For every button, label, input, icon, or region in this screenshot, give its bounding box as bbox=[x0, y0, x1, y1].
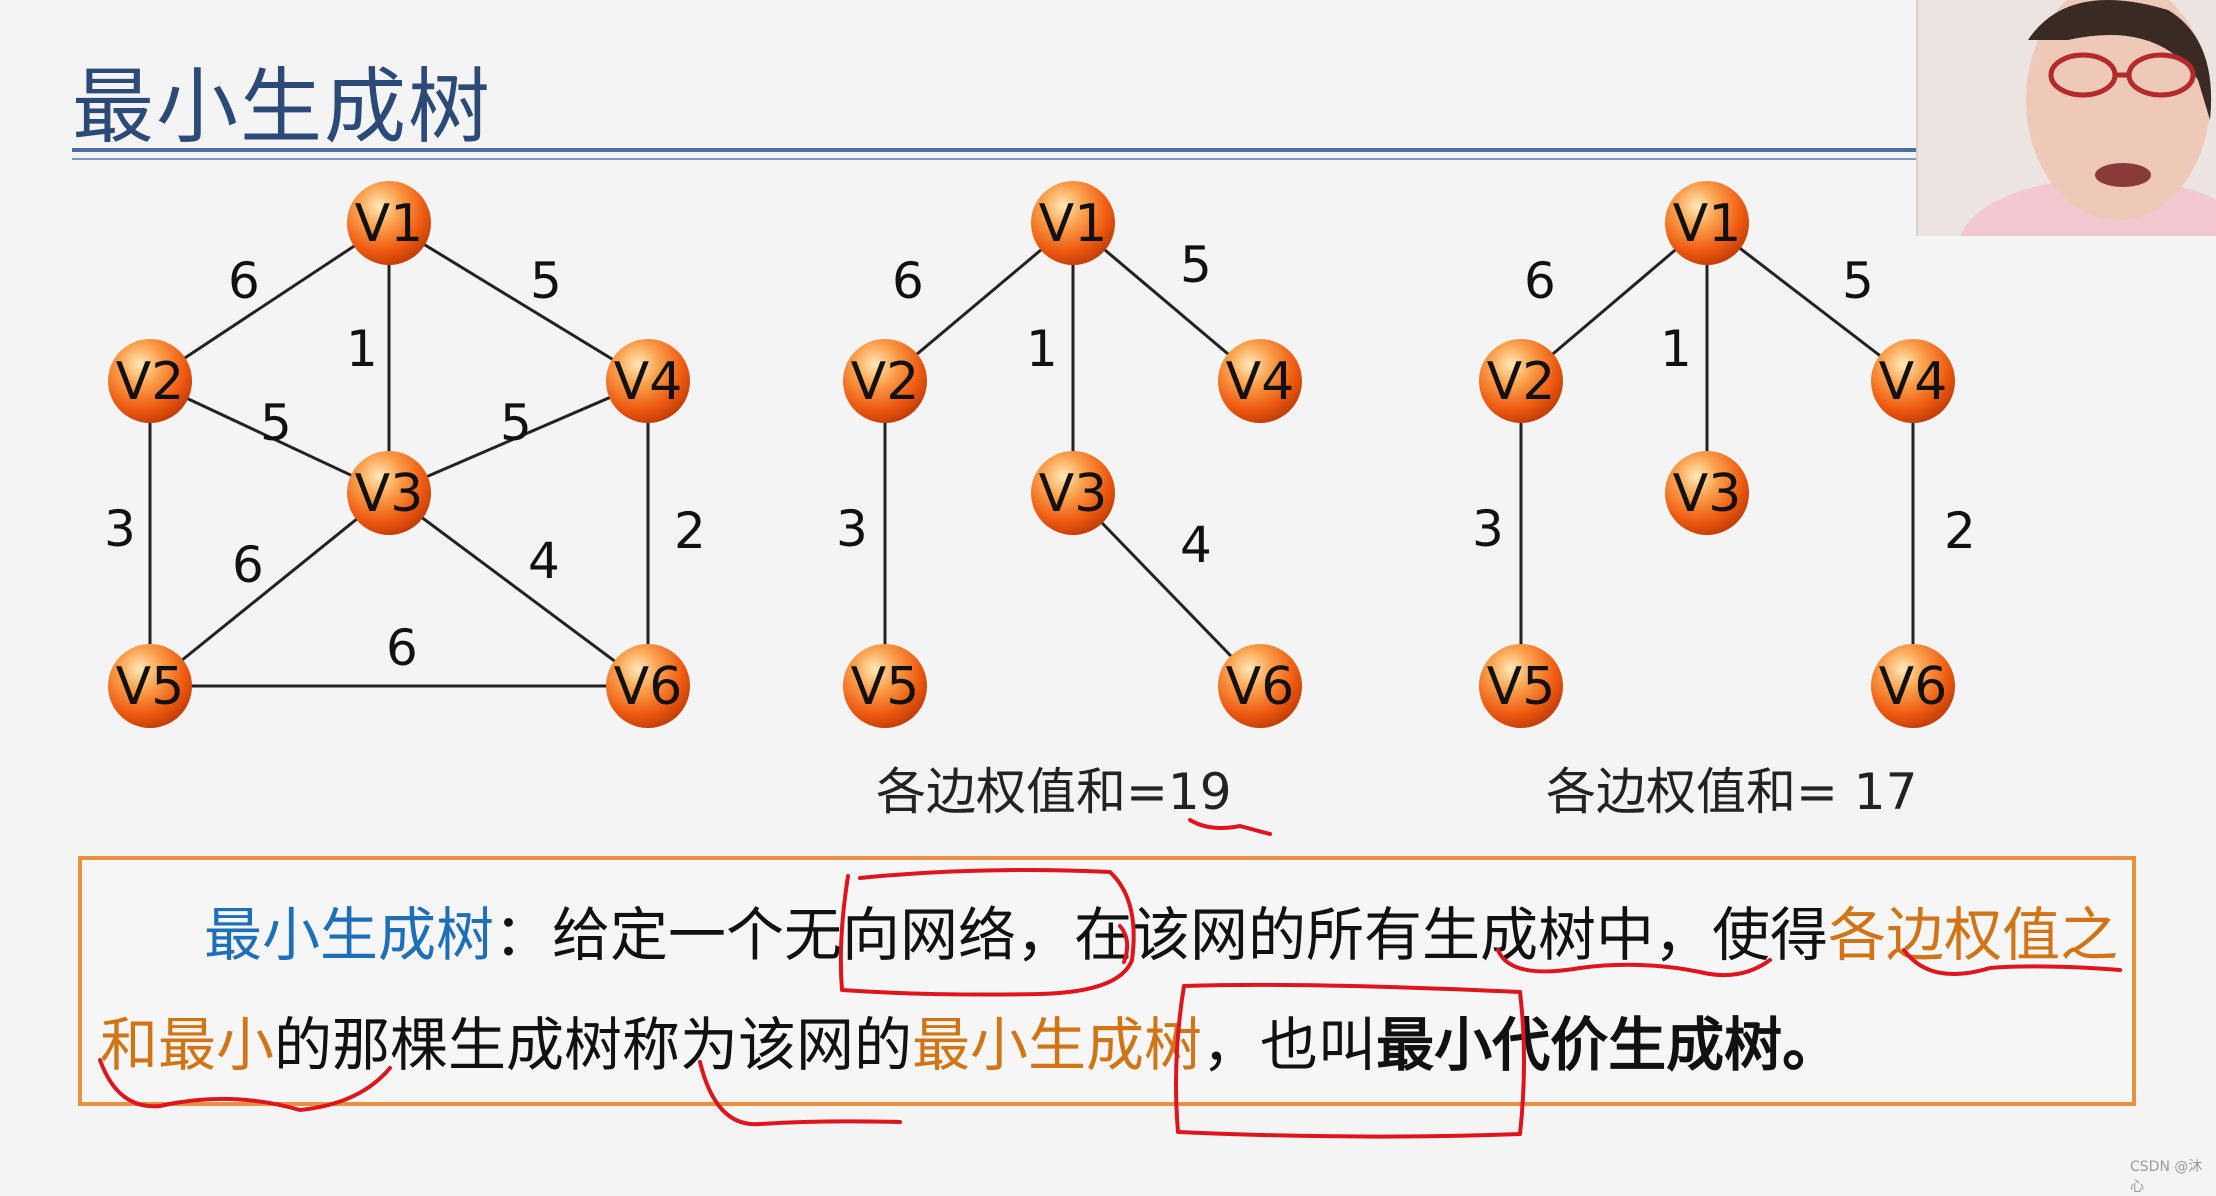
node-label: V3 bbox=[355, 464, 424, 524]
graph-tree-b: 6 1 5 3 2 V1 V2 V3 V4 V5 V6 bbox=[1472, 181, 1976, 728]
edge-weight: 5 bbox=[1842, 252, 1874, 310]
edge-weight: 3 bbox=[836, 500, 868, 558]
edge-weight: 5 bbox=[500, 394, 532, 452]
node-label: V4 bbox=[1879, 352, 1948, 412]
edge-v3-v5 bbox=[149, 491, 390, 688]
node-label: V3 bbox=[1673, 464, 1742, 524]
edge-weight: 4 bbox=[1180, 516, 1212, 574]
graph-tree-a: 6 1 5 3 4 V1 V2 V3 V4 V5 V6 bbox=[836, 181, 1302, 728]
node-v2: V2 bbox=[108, 339, 192, 423]
node-v5: V5 bbox=[1479, 644, 1563, 728]
edge-weight: 5 bbox=[530, 252, 562, 310]
presenter-webcam bbox=[1916, 0, 2216, 236]
edge-v3-v6 bbox=[1071, 491, 1262, 688]
node-label: V4 bbox=[614, 352, 683, 412]
edge-v1-v4 bbox=[1706, 221, 1914, 383]
node-v5: V5 bbox=[108, 644, 192, 728]
node-label: V2 bbox=[1487, 352, 1556, 412]
node-label: V5 bbox=[116, 657, 185, 717]
graph-figures: 6 1 5 5 5 3 2 6 4 6 V1 V2 V3 V4 V5 V6 6 … bbox=[104, 181, 1976, 728]
highlight-mst: 最小生成树 bbox=[912, 1011, 1203, 1079]
edge-weight: 4 bbox=[528, 532, 560, 590]
definition-text: 最小生成树：给定一个无向网络，在该网的所有生成树中，使得各边权值之和最小的那棵生… bbox=[100, 880, 2130, 1100]
node-label: V6 bbox=[1879, 657, 1948, 717]
edge-weight: 1 bbox=[1026, 320, 1058, 378]
node-label: V1 bbox=[1039, 194, 1108, 254]
node-v2: V2 bbox=[843, 339, 927, 423]
slide-title: 最小生成树 bbox=[72, 60, 493, 155]
edge-v1-v4 bbox=[388, 221, 649, 383]
node-label: V2 bbox=[851, 352, 920, 412]
definition-part3: ，也叫 bbox=[1202, 1011, 1377, 1079]
edge-v3-v4 bbox=[388, 379, 649, 495]
tree-b-weight-sum: 各边权值和= 17 bbox=[1546, 763, 1918, 821]
node-v2: V2 bbox=[1479, 339, 1563, 423]
watermark: CSDN @沐心 bbox=[2130, 1159, 2203, 1195]
definition-colon: ： bbox=[494, 901, 553, 969]
node-v1: V1 bbox=[347, 181, 431, 265]
edge-weight: 3 bbox=[104, 500, 136, 558]
node-v3: V3 bbox=[347, 451, 431, 535]
edge-weight: 6 bbox=[1524, 252, 1556, 310]
node-v1: V1 bbox=[1665, 181, 1749, 265]
edge-weight: 1 bbox=[346, 320, 378, 378]
title-divider bbox=[72, 148, 1916, 152]
definition-part1: 给定一个无向网络，在该网的所有生成树中，使得 bbox=[552, 901, 1829, 969]
edge-weight: 3 bbox=[1472, 500, 1504, 558]
node-v6: V6 bbox=[1871, 644, 1955, 728]
node-label: V4 bbox=[1226, 352, 1295, 412]
edge-weight: 5 bbox=[1180, 236, 1212, 294]
definition-term: 最小生成树 bbox=[204, 901, 495, 969]
node-v6: V6 bbox=[606, 644, 690, 728]
node-label: V5 bbox=[1487, 657, 1556, 717]
definition-part2: 的那棵生成树称为该网的 bbox=[274, 1011, 913, 1079]
node-v3: V3 bbox=[1665, 451, 1749, 535]
title-divider-thin bbox=[72, 158, 1916, 160]
node-label: V2 bbox=[116, 352, 185, 412]
node-v6: V6 bbox=[1218, 644, 1302, 728]
node-label: V5 bbox=[851, 657, 920, 717]
node-v4: V4 bbox=[606, 339, 690, 423]
node-label: V3 bbox=[1039, 464, 1108, 524]
node-v5: V5 bbox=[843, 644, 927, 728]
node-v1: V1 bbox=[1031, 181, 1115, 265]
presenter-avatar bbox=[1918, 0, 2216, 236]
edge-weight: 6 bbox=[892, 252, 924, 310]
edge-weight: 6 bbox=[386, 619, 418, 677]
tree-a-weight-sum: 各边权值和=19 bbox=[876, 763, 1232, 821]
graph-original: 6 1 5 5 5 3 2 6 4 6 V1 V2 V3 V4 V5 V6 bbox=[104, 181, 706, 728]
node-v3: V3 bbox=[1031, 451, 1115, 535]
edge-v2-v3 bbox=[149, 379, 390, 495]
edge-weight: 1 bbox=[1660, 320, 1692, 378]
node-label: V6 bbox=[1226, 657, 1295, 717]
edge-v3-v6 bbox=[388, 491, 649, 688]
definition-box: 最小生成树：给定一个无向网络，在该网的所有生成树中，使得各边权值之和最小的那棵生… bbox=[78, 856, 2136, 1106]
edge-weight: 2 bbox=[674, 502, 706, 560]
edge-weight: 6 bbox=[232, 536, 264, 594]
node-v4: V4 bbox=[1871, 339, 1955, 423]
edge-weight: 5 bbox=[260, 394, 292, 452]
edge-weight: 6 bbox=[228, 252, 260, 310]
node-label: V6 bbox=[614, 657, 683, 717]
node-label: V1 bbox=[1673, 194, 1742, 254]
node-v4: V4 bbox=[1218, 339, 1302, 423]
node-label: V1 bbox=[355, 194, 424, 254]
highlight-each-edge: 各边 bbox=[1828, 901, 1945, 969]
edge-v1-v2 bbox=[149, 221, 390, 383]
edge-weight: 2 bbox=[1944, 502, 1976, 560]
definition-alias: 最小代价生成树。 bbox=[1376, 1011, 1841, 1079]
